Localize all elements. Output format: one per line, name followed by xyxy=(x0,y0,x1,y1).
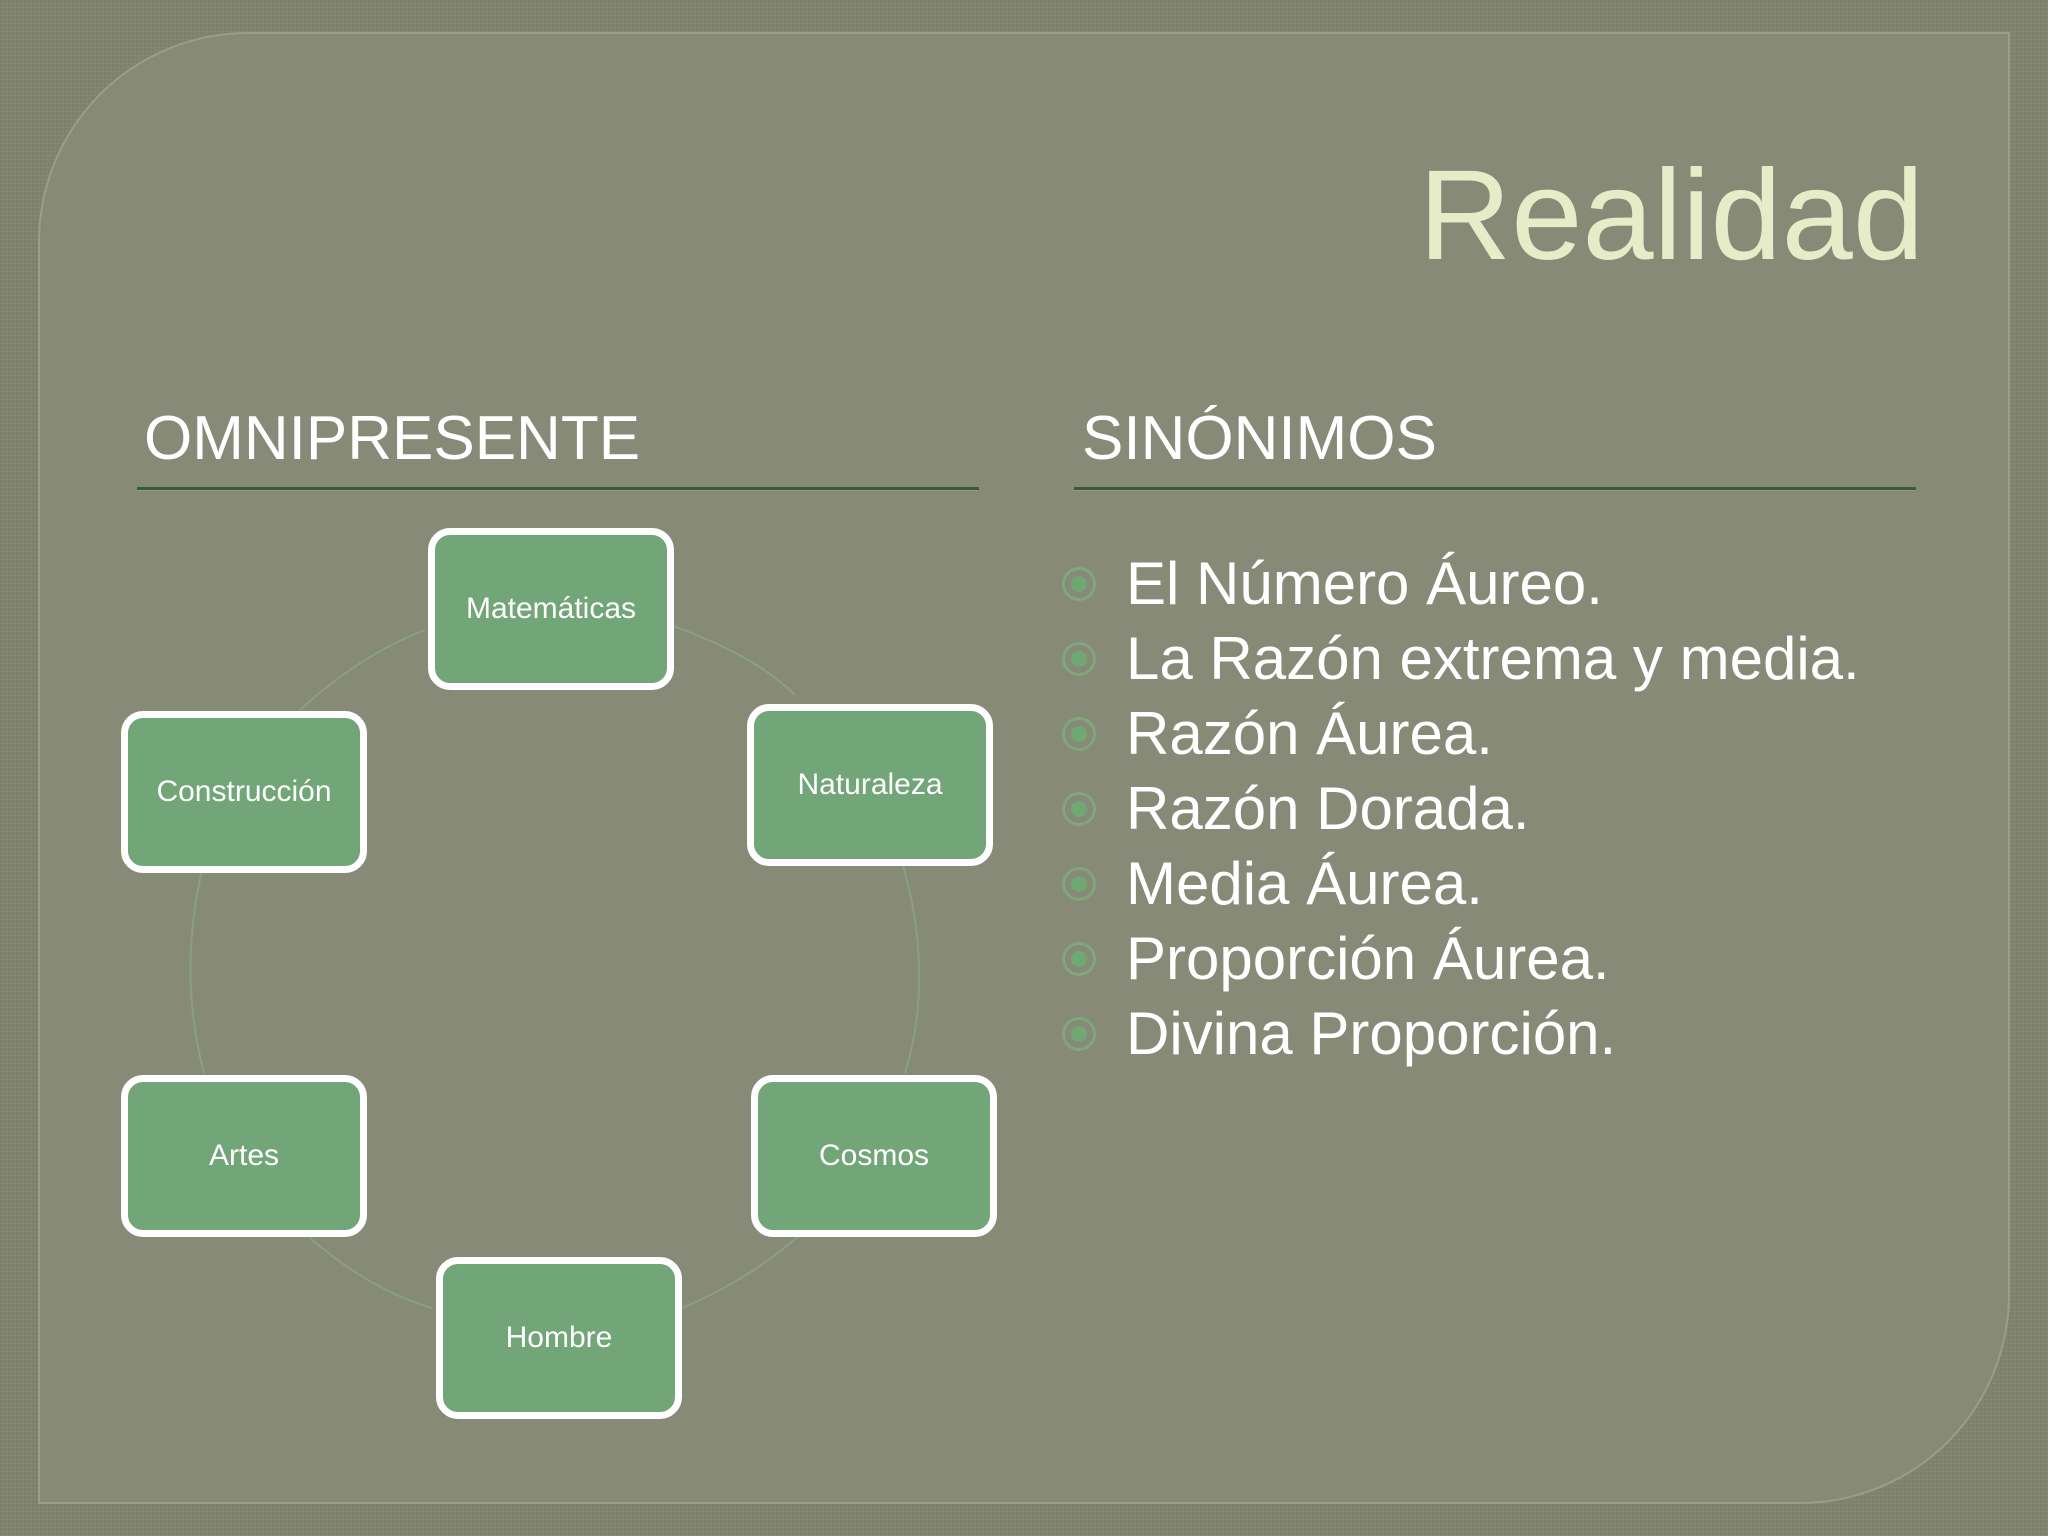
cycle-node-hombre: Hombre xyxy=(436,1257,682,1419)
list-item: El Número Áureo. xyxy=(1062,546,1860,621)
connector-cosmos-hombre xyxy=(681,1227,809,1309)
list-item: La Razón extrema y media. xyxy=(1062,621,1860,696)
list-item: Media Áurea. xyxy=(1062,846,1860,921)
circle-bullet-icon xyxy=(1062,866,1096,901)
list-item: Razón Dorada. xyxy=(1062,771,1860,846)
synonym-text: Razón Dorada. xyxy=(1126,775,1530,842)
connector-construccion-matematicas xyxy=(299,629,426,711)
circle-bullet-icon xyxy=(1062,1016,1096,1051)
circle-bullet-icon xyxy=(1062,716,1096,751)
sinonimos-heading: SINÓNIMOS xyxy=(1082,404,1437,473)
list-item: Proporción Áurea. xyxy=(1062,921,1860,996)
right-heading-rule xyxy=(1074,487,1916,490)
circle-bullet-icon xyxy=(1062,641,1096,676)
list-item: Razón Áurea. xyxy=(1062,696,1860,771)
circle-bullet-icon xyxy=(1062,791,1096,826)
synonym-text: Proporción Áurea. xyxy=(1126,925,1610,992)
synonym-text: Divina Proporción. xyxy=(1126,1000,1617,1067)
cycle-node-naturaleza: Naturaleza xyxy=(747,704,993,866)
synonyms-list: El Número Áureo. La Razón extrema y medi… xyxy=(1062,546,1860,1071)
cycle-node-artes: Artes xyxy=(121,1075,367,1237)
slide-title: Realidad xyxy=(1418,144,1924,287)
circle-bullet-icon xyxy=(1062,941,1096,976)
synonym-text: Media Áurea. xyxy=(1126,850,1483,917)
circle-bullet-icon xyxy=(1062,566,1096,601)
synonym-text: El Número Áureo. xyxy=(1126,550,1603,617)
cycle-node-matematicas: Matemáticas xyxy=(428,528,674,690)
cycle-node-cosmos: Cosmos xyxy=(751,1075,997,1237)
omnipresente-heading: OMNIPRESENTE xyxy=(144,404,641,473)
synonym-text: La Razón extrema y media. xyxy=(1126,625,1860,692)
left-heading-rule xyxy=(137,487,979,490)
connector-naturaleza-cosmos xyxy=(901,861,921,1074)
connector-artes-construccion xyxy=(189,869,205,1074)
synonym-text: Razón Áurea. xyxy=(1126,700,1493,767)
connector-matematicas-naturaleza xyxy=(669,624,796,696)
list-item: Divina Proporción. xyxy=(1062,996,1860,1071)
connector-hombre-artes xyxy=(309,1237,433,1309)
cycle-node-construccion: Construcción xyxy=(121,711,367,873)
